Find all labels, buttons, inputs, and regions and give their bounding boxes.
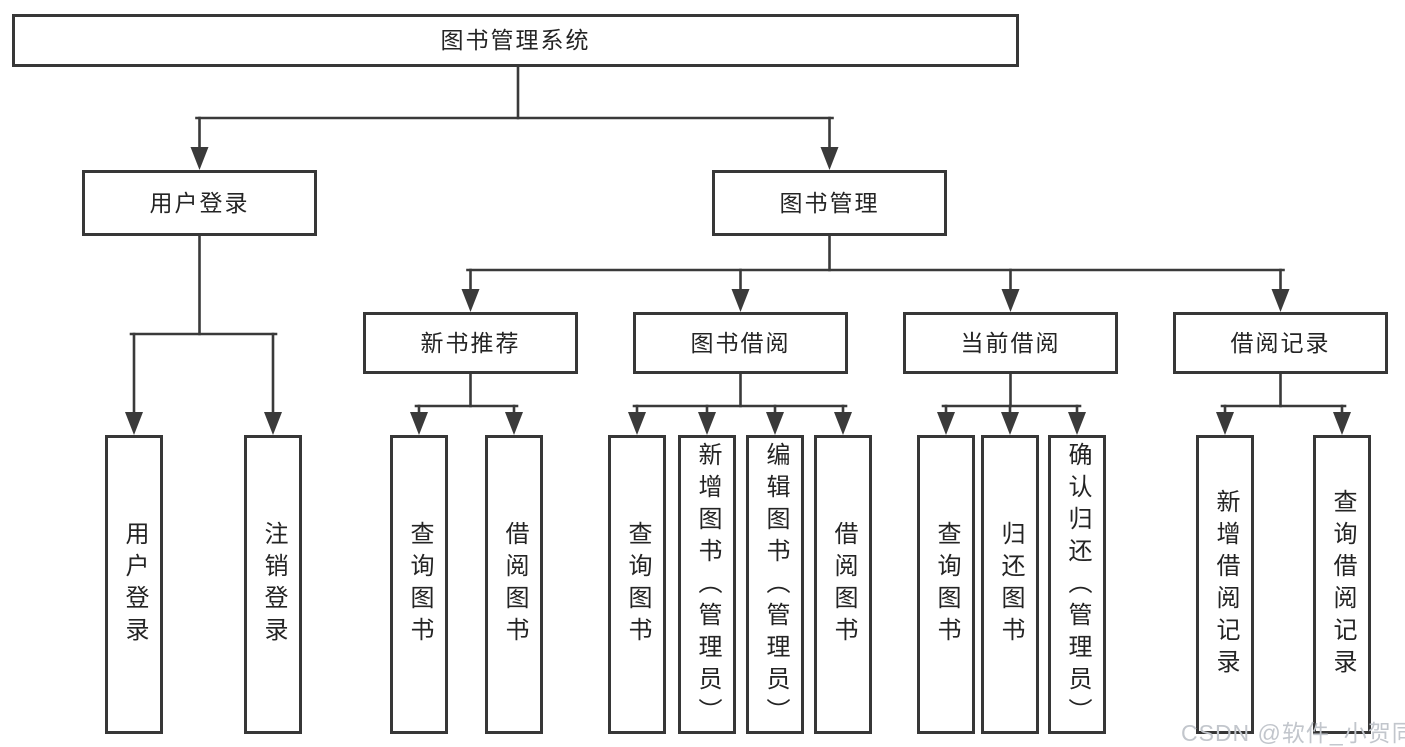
leaf-logout: 注销登录	[244, 435, 302, 734]
leaf-records-add-record: 新增借阅记录	[1196, 435, 1254, 734]
leaf-current-query-books: 查询图书	[917, 435, 975, 734]
node-book-borrow: 图书借阅	[633, 312, 848, 374]
edge-userlogin-to-leaves	[125, 234, 282, 435]
leaf-borrow-borrow-books: 借阅图书	[814, 435, 872, 734]
watermark: CSDN @软件_小贺同学	[1181, 720, 1405, 746]
edge-root-to-level1	[190, 64, 839, 170]
leaf-newbook-query-books: 查询图书	[390, 435, 448, 734]
leaf-borrow-edit-books-admin: 编辑图书（管理员）	[746, 435, 804, 734]
edge-borrow-to-leaves	[628, 372, 852, 435]
edge-bookmgmt-to-level2	[461, 234, 1290, 312]
leaf-borrow-query-books: 查询图书	[608, 435, 666, 734]
node-book-management: 图书管理	[712, 170, 947, 236]
edge-current-to-leaves	[937, 372, 1086, 435]
node-book-management-system: 图书管理系统	[12, 14, 1019, 67]
node-borrow-records: 借阅记录	[1173, 312, 1388, 374]
leaf-borrow-add-books-admin: 新增图书（管理员）	[678, 435, 736, 734]
leaf-records-query-record: 查询借阅记录	[1313, 435, 1371, 734]
leaf-current-confirm-return-admin: 确认归还（管理员）	[1048, 435, 1106, 734]
node-current-borrow: 当前借阅	[903, 312, 1118, 374]
leaf-newbook-borrow-books: 借阅图书	[485, 435, 543, 734]
edge-newbook-to-leaves	[410, 372, 523, 435]
node-new-book-recommend: 新书推荐	[363, 312, 578, 374]
edge-records-to-leaves	[1216, 372, 1351, 435]
node-user-login: 用户登录	[82, 170, 317, 236]
leaf-user-login: 用户登录	[105, 435, 163, 734]
leaf-current-return-books: 归还图书	[981, 435, 1039, 734]
